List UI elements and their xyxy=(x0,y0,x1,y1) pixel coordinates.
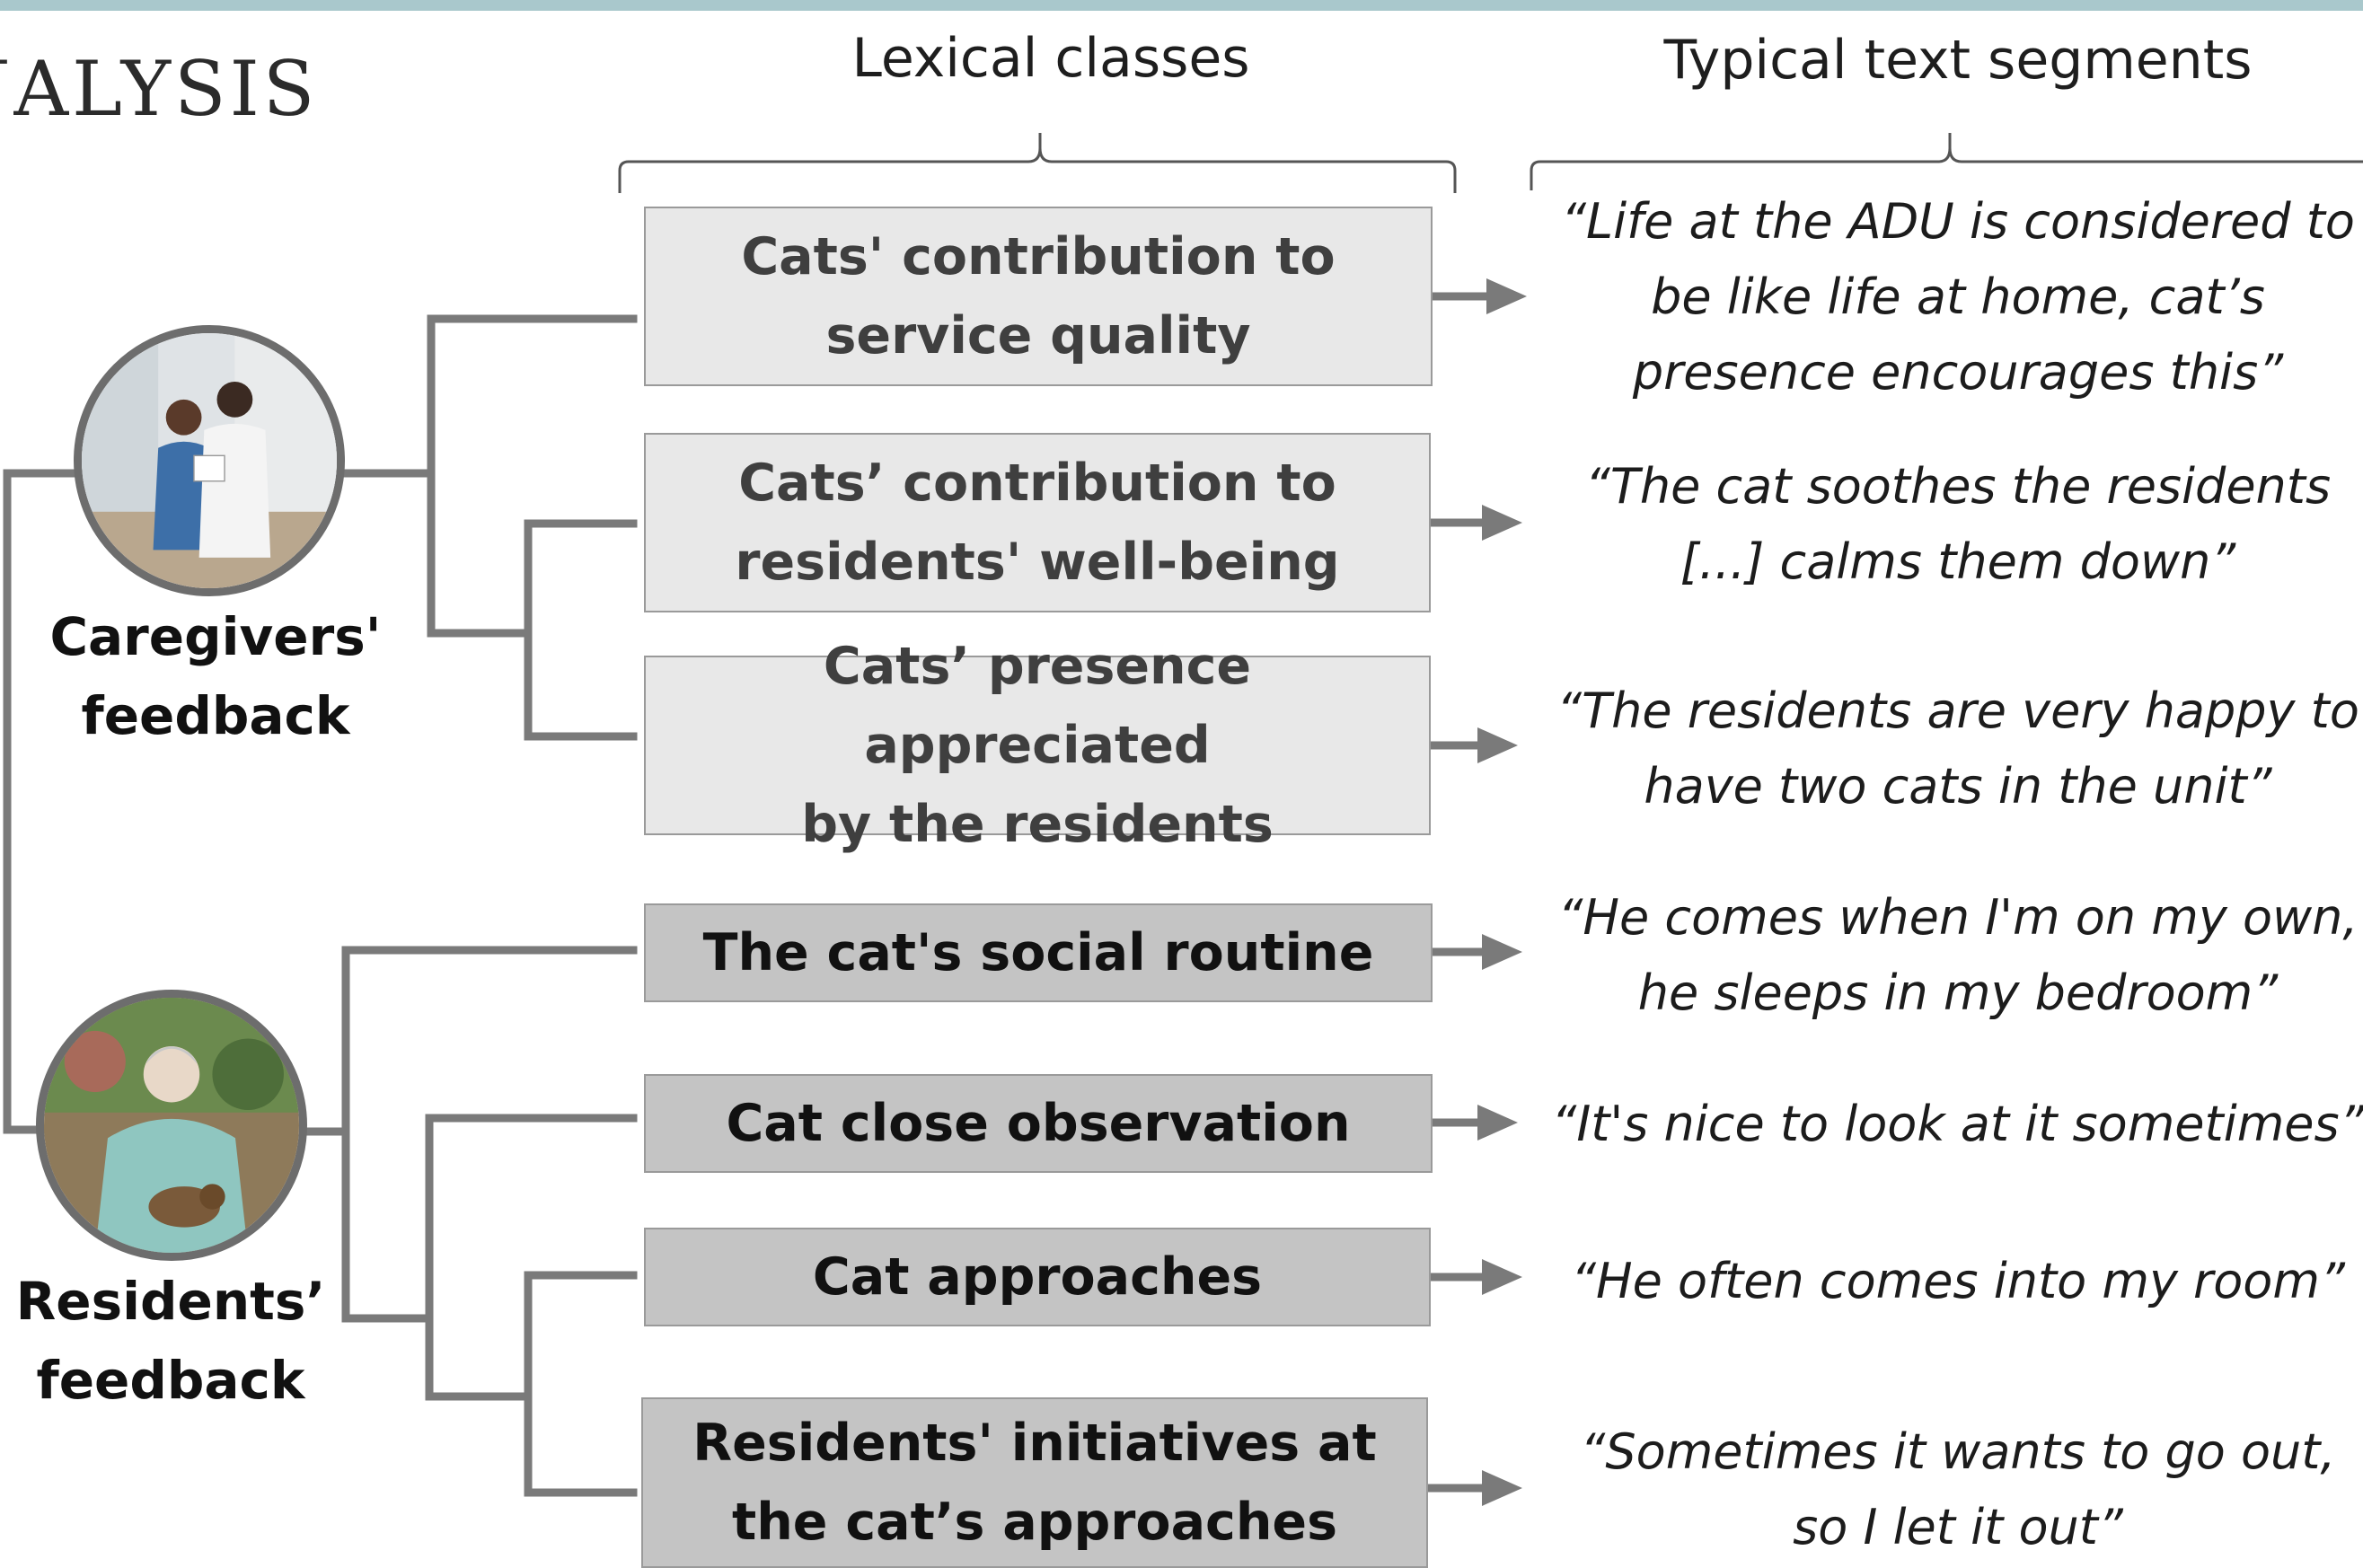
classes-brace xyxy=(618,133,1457,193)
quote-service-quality: “Life at the ADU is considered to be lik… xyxy=(1561,193,2355,401)
segments-brace xyxy=(1530,133,2363,190)
quote-social-routine: “He comes when I'm on my own, he sleeps … xyxy=(1557,889,2359,1021)
section-heading: NALYSIS xyxy=(0,45,319,133)
resident-with-cat-photo xyxy=(36,990,307,1261)
class-box-social-routine: The cat's social routine xyxy=(644,903,1433,1002)
class-box-well-being: Cats’ contribution to residents' well-be… xyxy=(644,433,1431,612)
class-box-presence-appreciated: Cats’ presence appreciated by the reside… xyxy=(644,637,1431,854)
caregivers-feedback-label: Caregivers' feedback xyxy=(49,606,382,746)
quote-close-observation: “It's nice to look at it sometimes” xyxy=(1551,1096,2363,1152)
quote-well-being: “The cat soothes the residents [...] cal… xyxy=(1584,458,2332,590)
class-box-service-quality: Cats' contribution to service quality xyxy=(644,207,1433,386)
class-box-close-observation: Cat close observation xyxy=(644,1074,1433,1173)
class-box-cat-approaches: Cat approaches xyxy=(644,1228,1431,1326)
residents-feedback-label: Residents’ feedback xyxy=(15,1271,326,1411)
top-bar xyxy=(0,0,2363,11)
lexical-classes-header: Lexical classes xyxy=(851,27,1250,90)
quote-presence-appreciated: “The residents are very happy to have tw… xyxy=(1556,683,2359,815)
caregivers-photo xyxy=(74,325,345,596)
tree-connectors xyxy=(3,314,638,1497)
quote-cat-approaches: “He often comes into my room” xyxy=(1571,1253,2345,1309)
text-segments-header: Typical text segments xyxy=(1663,29,2253,92)
arrows xyxy=(1428,278,1527,1506)
class-box-residents-initiatives: Residents' initiatives at the cat’s appr… xyxy=(641,1397,1428,1568)
quote-residents-initiatives: “Sometimes it wants to go out, so I let … xyxy=(1580,1423,2336,1555)
